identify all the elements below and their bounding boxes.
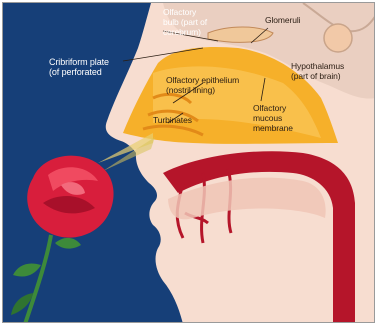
label-cribriform-plate: Cribriform plate (of perforated bbox=[49, 57, 109, 77]
label-turbinates: Turbinates bbox=[153, 115, 192, 125]
rose bbox=[11, 156, 114, 323]
diagram-frame: Olfactory bulb (part of cerebrum) Glomer… bbox=[2, 2, 375, 323]
brain-structure bbox=[324, 24, 352, 52]
rose-leaf-1 bbox=[13, 263, 41, 276]
label-glomeruli: Glomeruli bbox=[265, 15, 300, 25]
label-olfactory-epithelium: Olfactory epithelium (nostril lining) bbox=[166, 75, 239, 95]
label-olfactory-bulb: Olfactory bulb (part of cerebrum) bbox=[163, 7, 207, 37]
rose-stem bbox=[25, 235, 51, 323]
label-olfactory-mucous-membrane: Olfactory mucous membrane bbox=[253, 103, 293, 133]
rose-leaf-3 bbox=[55, 238, 81, 249]
olfactory-system-illustration bbox=[3, 3, 375, 323]
label-hypothalamus: Hypothalamus (part of brain) bbox=[291, 61, 344, 81]
